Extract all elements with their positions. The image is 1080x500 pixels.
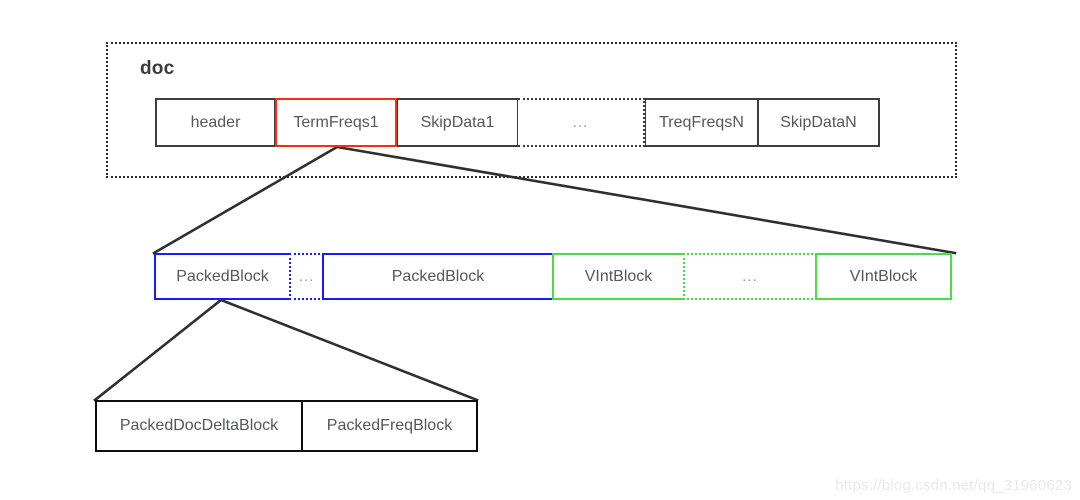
- doc-container-boundary: [106, 42, 957, 178]
- block-cell-packedblock-last[interactable]: PackedBlock: [322, 253, 554, 300]
- block-cell-vintblock-first-label: VIntBlock: [584, 267, 653, 285]
- doc-cell-ellipsis: ...: [518, 98, 645, 147]
- block-cell-vintblock-last-label: VIntBlock: [849, 267, 918, 285]
- connector-packedblock-to-packedfreq-right: [219, 298, 479, 402]
- doc-cell-skipdatan[interactable]: SkipDataN: [758, 98, 880, 147]
- block-row: PackedBlock ... PackedBlock VIntBlock ..…: [154, 253, 952, 300]
- block-cell-vint-ellipsis-label: ...: [742, 268, 758, 285]
- block-cell-packedblock-first[interactable]: PackedBlock: [154, 253, 291, 300]
- doc-cell-header[interactable]: header: [155, 98, 275, 147]
- watermark-text: https://blog.csdn.net/qq_31960623: [835, 477, 1072, 494]
- doc-cell-skipdatan-label: SkipDataN: [780, 113, 857, 131]
- block-cell-vintblock-first[interactable]: VIntBlock: [552, 253, 685, 300]
- doc-cell-header-label: header: [190, 113, 241, 131]
- packed-cell-packeddocdeltablock-label: PackedDocDeltaBlock: [119, 417, 279, 434]
- doc-label: doc: [140, 58, 175, 79]
- block-cell-packedblock-first-label: PackedBlock: [176, 267, 269, 285]
- doc-cell-termfreqs1[interactable]: TermFreqs1: [275, 98, 397, 147]
- block-cell-vint-ellipsis: ...: [683, 253, 817, 300]
- doc-cell-termfreqs1-label: TermFreqs1: [293, 113, 379, 131]
- packed-cell-packedfreqblock[interactable]: PackedFreqBlock: [302, 400, 478, 452]
- doc-segment-row: header TermFreqs1 SkipData1 ... TreqFreq…: [155, 98, 880, 147]
- doc-cell-treqfreqsn[interactable]: TreqFreqsN: [645, 98, 758, 147]
- connector-packedblock-to-packeddocdelta-left: [93, 298, 223, 402]
- doc-cell-skipdata1[interactable]: SkipData1: [397, 98, 518, 147]
- doc-cell-treqfreqsn-label: TreqFreqsN: [659, 113, 744, 131]
- doc-cell-skipdata1-label: SkipData1: [420, 113, 495, 131]
- block-cell-packed-ellipsis: ...: [289, 253, 324, 300]
- packed-cell-packeddocdeltablock[interactable]: PackedDocDeltaBlock: [95, 400, 302, 452]
- block-cell-packedblock-last-label: PackedBlock: [391, 267, 485, 285]
- packed-detail-row: PackedDocDeltaBlock PackedFreqBlock: [95, 400, 478, 452]
- block-cell-vintblock-last[interactable]: VIntBlock: [815, 253, 952, 300]
- block-cell-packed-ellipsis-label: ...: [298, 268, 315, 285]
- doc-cell-ellipsis-label: ...: [572, 114, 589, 131]
- packed-cell-packedfreqblock-label: PackedFreqBlock: [326, 417, 453, 434]
